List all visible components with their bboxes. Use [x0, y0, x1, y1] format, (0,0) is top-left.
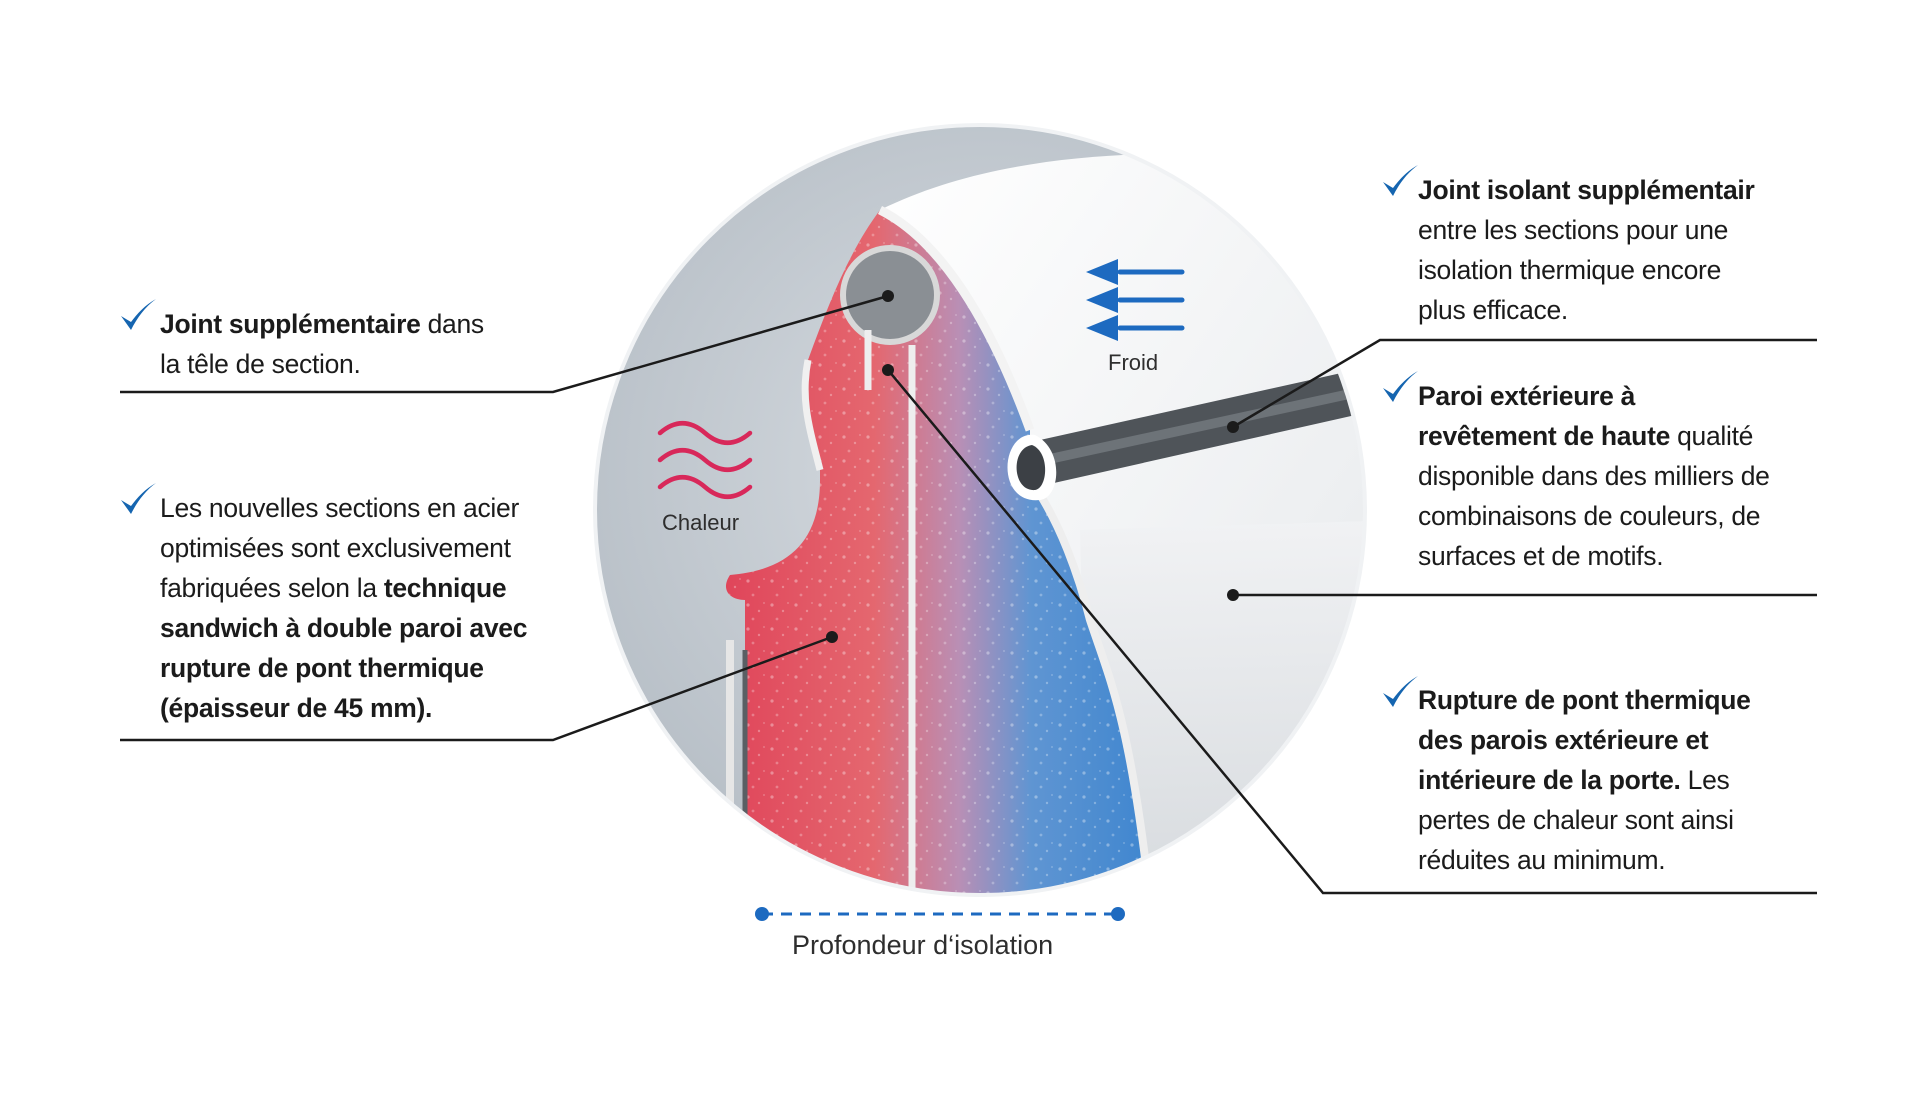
checkmark-icon	[1383, 676, 1418, 707]
section-cutaway	[595, 125, 1365, 895]
checkmark-icon	[1383, 371, 1418, 402]
checkmark-icon	[1383, 165, 1418, 196]
heat-waves-icon	[657, 421, 753, 499]
callout-thermal-break: Rupture de pont thermique des parois ext…	[1418, 685, 1751, 875]
leader-lines	[120, 294, 1817, 895]
checkmark-icon	[121, 483, 156, 514]
checkmark-icon	[121, 299, 156, 330]
insulation-depth-indicator	[755, 907, 1125, 921]
callout-extra-joint: Joint supplémentaire dans la têle de sec…	[160, 309, 484, 379]
callout-sandwich-sections: Les nouvelles sections en acier optimisé…	[160, 493, 528, 723]
heat-label: Chaleur	[662, 510, 740, 535]
cold-label: Froid	[1108, 350, 1159, 375]
side-seal	[1016, 445, 1046, 491]
cold-arrows-icon	[1086, 259, 1185, 341]
callout-insulating-joint: Joint isolant supplémentair entre les se…	[1418, 175, 1755, 325]
insulation-depth-label: Profondeur d‘isolation	[792, 930, 1054, 960]
callout-outer-wall: Paroi extérieure à revêtement de haute q…	[1418, 381, 1770, 571]
leader-dots	[826, 290, 1239, 643]
